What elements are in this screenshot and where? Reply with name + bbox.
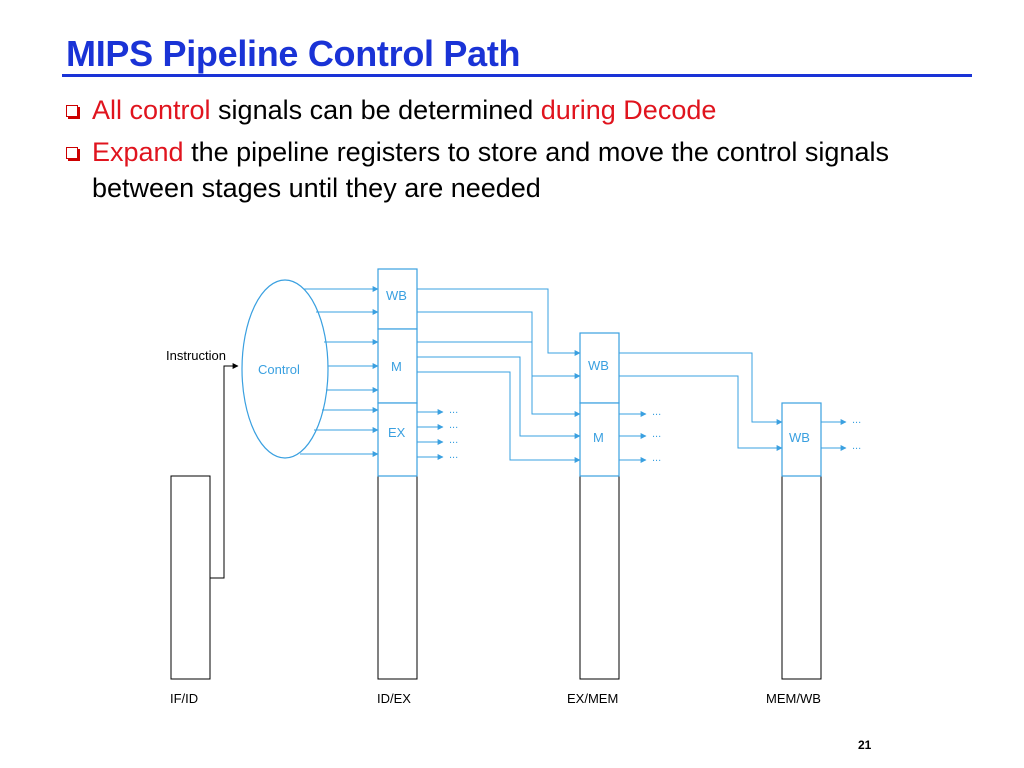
idex-to-exmem-wires <box>417 288 581 463</box>
m-output-wires <box>619 411 647 463</box>
bullet-text-highlight: Expand <box>92 137 184 167</box>
page-number: 21 <box>858 738 872 752</box>
control-output-wires <box>300 286 379 457</box>
control-unit <box>241 279 329 459</box>
bullet-square-icon <box>66 105 78 117</box>
bullet-text-highlight: during Decode <box>540 95 717 125</box>
wb-output-wires <box>821 419 847 451</box>
exmem-wb-label: WB <box>588 358 609 373</box>
bullet-text: signals can be determined <box>210 95 541 125</box>
instruction-wire <box>210 363 239 579</box>
control-label: Control <box>258 362 300 377</box>
ifid-register <box>170 475 211 680</box>
m-ellipsis: ... <box>652 428 661 440</box>
idex-ex-field <box>377 402 418 477</box>
bullet-item: Expand the pipeline registers to store a… <box>64 134 964 206</box>
instruction-label: Instruction <box>166 348 226 363</box>
wb-ellipsis: ... <box>852 440 861 452</box>
register-label-exmem: EX/MEM <box>567 691 618 706</box>
exmem-m-field <box>579 402 620 477</box>
register-label-memwb: MEM/WB <box>766 691 821 706</box>
wb-ellipsis: ... <box>852 414 861 426</box>
bullet-text-highlight: All control <box>92 95 211 125</box>
idex-wb-label: WB <box>386 288 407 303</box>
ex-ellipsis: ... <box>449 434 458 446</box>
register-label-idex: ID/EX <box>377 691 411 706</box>
ex-ellipsis: ... <box>449 419 458 431</box>
exmem-to-memwb-wires <box>619 352 783 451</box>
ex-ellipsis: ... <box>449 404 458 416</box>
exmem-m-label: M <box>593 430 604 445</box>
m-ellipsis: ... <box>652 406 661 418</box>
ex-ellipsis: ... <box>449 449 458 461</box>
idex-m-field <box>377 328 418 404</box>
bullet-square-icon <box>66 147 78 159</box>
register-label-ifid: IF/ID <box>170 691 198 706</box>
slide-title: MIPS Pipeline Control Path <box>66 33 521 74</box>
idex-m-label: M <box>391 359 402 374</box>
memwb-wb-label: WB <box>789 430 810 445</box>
idex-ex-label: EX <box>388 425 406 440</box>
bullet-item: All control signals can be determined du… <box>64 92 964 128</box>
ex-output-wires <box>417 409 444 460</box>
memwb-wb-field <box>781 402 822 477</box>
m-ellipsis: ... <box>652 452 661 464</box>
bullet-list: All control signals can be determined du… <box>64 92 964 212</box>
title-underline <box>62 74 972 77</box>
bullet-text: the pipeline registers to store and move… <box>92 137 889 203</box>
